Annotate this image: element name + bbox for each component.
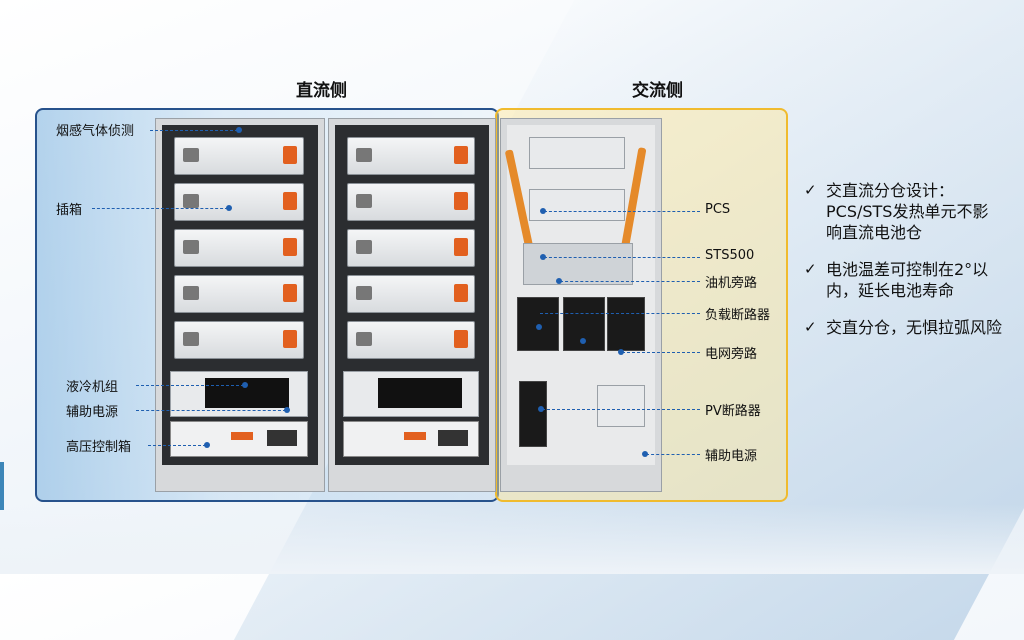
leader-dot	[540, 208, 546, 214]
aux-power-label-ac: 辅助电源	[705, 449, 758, 464]
battery-module	[347, 137, 475, 175]
sts-module	[523, 243, 633, 285]
leader-dot	[540, 254, 546, 260]
leader-line	[544, 257, 700, 258]
leader-line	[148, 445, 206, 446]
feature-text: 交直流分仓设计：PCS/STS发热单元不影响直流电池仓	[826, 181, 989, 242]
smoke-detection-label: 烟感气体侦测	[56, 124, 135, 139]
dc-side-title: 直流侧	[296, 81, 347, 101]
leader-dot	[204, 442, 210, 448]
leader-line	[540, 313, 700, 314]
feature-text: 交直分仓，无惧拉弧风险	[826, 318, 1003, 337]
pcs-label: PCS	[705, 202, 731, 217]
leader-dot	[538, 406, 544, 412]
cooling-unit-label: 液冷机组	[66, 380, 119, 395]
hv-control-box	[170, 421, 308, 457]
pv-breaker-unit	[519, 381, 547, 447]
battery-module	[174, 137, 304, 175]
leader-line	[136, 385, 244, 386]
pcs-module	[529, 189, 625, 221]
battery-module	[347, 275, 475, 313]
leader-line	[544, 211, 700, 212]
leader-dot	[242, 382, 248, 388]
leader-line	[622, 352, 700, 353]
battery-module	[347, 183, 475, 221]
generator-bypass-label: 油机旁路	[705, 276, 758, 291]
feature-item: ✓ 交直流分仓设计：PCS/STS发热单元不影响直流电池仓	[804, 180, 1004, 243]
background-band	[0, 504, 1024, 574]
leader-line	[136, 410, 286, 411]
leader-dot	[284, 407, 290, 413]
cooling-unit	[170, 371, 308, 417]
feature-list: ✓ 交直流分仓设计：PCS/STS发热单元不影响直流电池仓 ✓ 电池温差可控制在…	[804, 180, 1004, 354]
aux-power-label-dc: 辅助电源	[66, 405, 119, 420]
sts-label: STS500	[705, 248, 755, 263]
battery-module	[174, 275, 304, 313]
battery-module	[347, 321, 475, 359]
cooling-unit	[343, 371, 479, 417]
ac-cabinet	[500, 118, 662, 492]
dc-cabinet-1	[155, 118, 325, 492]
leader-line	[560, 281, 700, 282]
plugin-box-label: 插箱	[56, 203, 83, 218]
hv-control-box	[343, 421, 479, 457]
leader-dot	[226, 205, 232, 211]
ac-side-title: 交流侧	[632, 81, 683, 101]
battery-module	[174, 321, 304, 359]
check-icon: ✓	[804, 318, 817, 336]
hv-control-box-label: 高压控制箱	[66, 440, 132, 455]
check-icon: ✓	[804, 181, 817, 199]
leader-dot	[556, 278, 562, 284]
feature-text: 电池温差可控制在2°以内，延长电池寿命	[826, 260, 989, 300]
leader-line	[542, 409, 700, 410]
pv-breaker-label: PV断路器	[705, 404, 761, 419]
leader-dot	[618, 349, 624, 355]
battery-module	[174, 183, 304, 221]
leader-dot	[236, 127, 242, 133]
pcs-module	[529, 137, 625, 169]
edge-accent	[0, 462, 4, 510]
breaker	[607, 297, 645, 351]
leader-line	[150, 130, 238, 131]
battery-module	[174, 229, 304, 267]
feature-item: ✓ 电池温差可控制在2°以内，延长电池寿命	[804, 259, 1004, 301]
feature-item: ✓ 交直分仓，无惧拉弧风险	[804, 317, 1004, 338]
dc-cabinet-2	[328, 118, 496, 492]
leader-dot	[536, 324, 542, 330]
load-breaker-label: 负载断路器	[705, 308, 771, 323]
aux-power-unit	[597, 385, 645, 427]
check-icon: ✓	[804, 260, 817, 278]
leader-dot	[642, 451, 648, 457]
leader-dot	[580, 338, 586, 344]
leader-line	[92, 208, 228, 209]
grid-bypass-label: 电网旁路	[705, 347, 758, 362]
leader-line	[646, 454, 700, 455]
battery-module	[347, 229, 475, 267]
